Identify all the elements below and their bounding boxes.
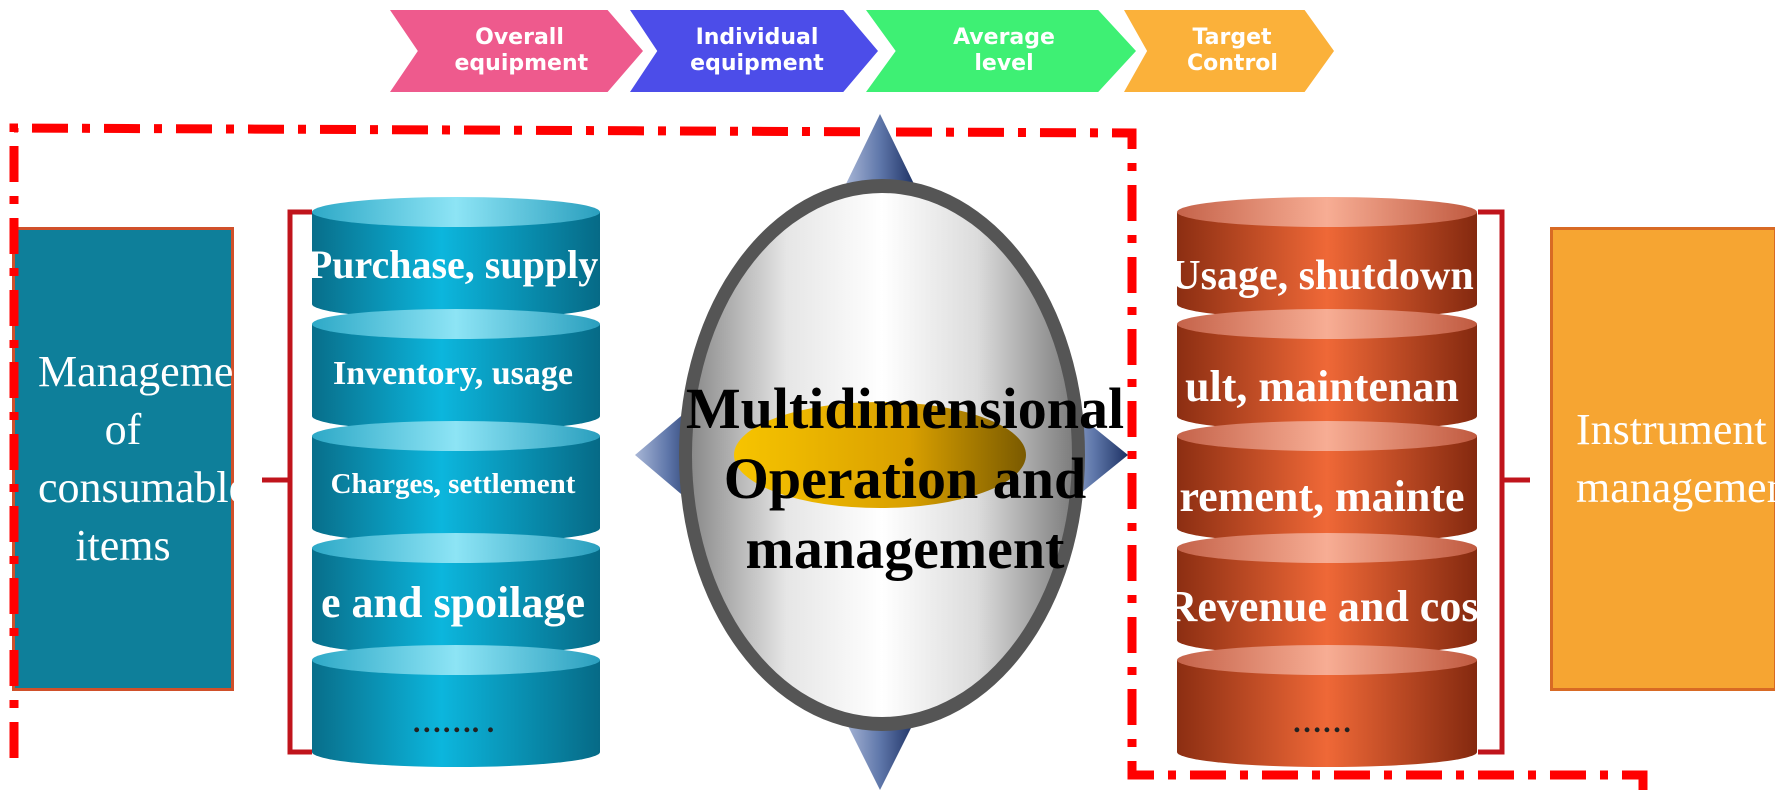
chevron-label: Average level — [953, 25, 1055, 76]
center-title-line3: management — [745, 516, 1065, 581]
center-gold-pill — [734, 402, 1026, 508]
right-cylinder-segment-2 — [1177, 309, 1477, 431]
right-cylinder-segment-4 — [1177, 533, 1477, 655]
right-cylinder-segment-3 — [1177, 421, 1477, 543]
right-segment-label: rement, mainte — [1179, 472, 1465, 521]
instrument-label: Instrument management — [1576, 405, 1775, 512]
arrow-down-icon — [845, 720, 915, 790]
chevron-target-control: Target Control — [1124, 10, 1334, 92]
center-title-line2: Operation and — [723, 446, 1087, 511]
chevron-label: Overall equipment — [454, 25, 589, 76]
left-brace — [262, 209, 312, 755]
left-segment-label: Inventory, usage — [333, 355, 573, 392]
left-cylinder-segment-1 — [312, 197, 600, 319]
chevron-label: Individual equipment — [690, 25, 824, 76]
left-segment-label: Charges, settlement — [330, 468, 576, 500]
left-cylinder-segment-3 — [312, 421, 600, 543]
left-cylinder-segment-2 — [312, 309, 600, 431]
consumables-box: Management of consumable items — [12, 227, 268, 691]
right-cylinder-segment-5 — [1177, 645, 1477, 767]
instrument-box: Instrument management — [1550, 227, 1775, 691]
left-cylinder-segment-4 — [312, 533, 600, 655]
right-segment-label: ult, maintenan — [1185, 362, 1459, 411]
center-title: Multidimensional Operation and managemen… — [640, 374, 1170, 584]
chevron-individual-equipment: Individual equipment — [630, 10, 878, 92]
right-cylinder-stack — [1177, 197, 1477, 767]
left-segment-label: Purchase, supply — [307, 242, 599, 287]
right-segment-label: Usage, shutdown — [1170, 253, 1474, 299]
left-segment-label: e and spoilage — [320, 578, 586, 627]
left-cylinder-stack — [312, 197, 600, 767]
chevron-average-level: Average level — [866, 10, 1136, 92]
chevron-label: Target Control — [1187, 25, 1278, 76]
right-segment-label: …… — [1292, 706, 1352, 739]
left-cylinder-segment-5 — [312, 645, 600, 767]
right-brace — [1478, 209, 1530, 755]
left-segment-label: ……. . — [411, 706, 495, 739]
chevron-overall-equipment: Overall equipment — [390, 10, 643, 92]
center-title-line1: Multidimensional — [685, 376, 1125, 441]
right-cylinder-segment-1 — [1177, 197, 1477, 319]
right-segment-label: Revenue and cos — [1165, 582, 1479, 631]
dashed-boundary — [9, 123, 1648, 792]
arrow-up-icon — [845, 114, 915, 186]
consumables-label: Management of consumable items — [38, 347, 268, 570]
